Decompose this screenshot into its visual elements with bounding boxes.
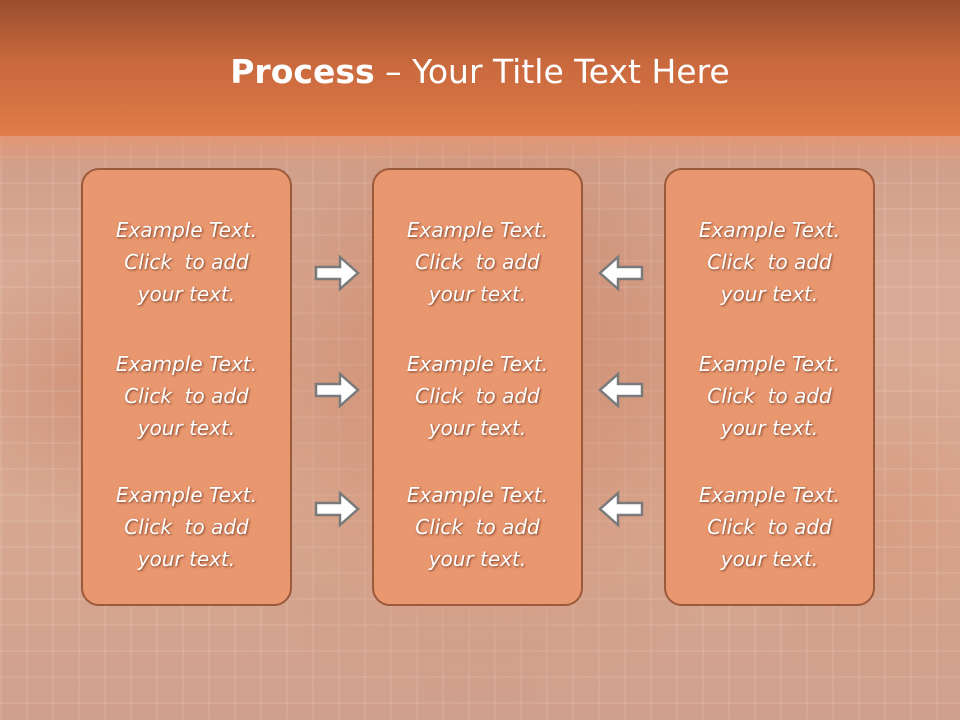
arrow-left-icon[interactable]: [597, 254, 645, 292]
line: your text.: [428, 547, 527, 571]
text-placeholder[interactable]: Example Text. Click to add your text.: [374, 479, 581, 575]
line: Click to add: [124, 515, 249, 539]
line: Example Text.: [115, 352, 258, 376]
arrow-right-icon[interactable]: [313, 490, 361, 528]
text-placeholder[interactable]: Example Text. Click to add your text.: [83, 214, 290, 310]
title-bar-fade: [0, 136, 960, 166]
line: Example Text.: [406, 352, 549, 376]
line: Example Text.: [698, 218, 841, 242]
line: your text.: [137, 282, 236, 306]
line: Example Text.: [698, 352, 841, 376]
text-placeholder[interactable]: Example Text. Click to add your text.: [374, 214, 581, 310]
line: Click to add: [415, 384, 540, 408]
text-placeholder[interactable]: Example Text. Click to add your text.: [83, 348, 290, 444]
text-placeholder[interactable]: Example Text. Click to add your text.: [666, 214, 873, 310]
line: your text.: [428, 416, 527, 440]
line: your text.: [428, 282, 527, 306]
title-bold: Process: [230, 52, 375, 91]
line: Example Text.: [115, 218, 258, 242]
text-placeholder[interactable]: Example Text. Click to add your text.: [374, 348, 581, 444]
arrow-left-icon[interactable]: [597, 490, 645, 528]
arrow-right-icon[interactable]: [313, 371, 361, 409]
line: Click to add: [707, 250, 832, 274]
title-rest: – Your Title Text Here: [374, 52, 730, 91]
line: Example Text.: [406, 218, 549, 242]
line: Click to add: [415, 515, 540, 539]
line: Click to add: [415, 250, 540, 274]
line: your text.: [137, 547, 236, 571]
text-placeholder[interactable]: Example Text. Click to add your text.: [83, 479, 290, 575]
text-box-left[interactable]: Example Text. Click to add your text. Ex…: [81, 168, 292, 606]
text-placeholder[interactable]: Example Text. Click to add your text.: [666, 348, 873, 444]
line: Click to add: [707, 384, 832, 408]
text-box-center[interactable]: Example Text. Click to add your text. Ex…: [372, 168, 583, 606]
line: Example Text.: [698, 483, 841, 507]
line: your text.: [137, 416, 236, 440]
line: Click to add: [124, 384, 249, 408]
text-placeholder[interactable]: Example Text. Click to add your text.: [666, 479, 873, 575]
line: your text.: [720, 416, 819, 440]
line: Click to add: [124, 250, 249, 274]
arrow-right-icon[interactable]: [313, 254, 361, 292]
line: your text.: [720, 282, 819, 306]
line: Example Text.: [115, 483, 258, 507]
arrow-left-icon[interactable]: [597, 371, 645, 409]
line: your text.: [720, 547, 819, 571]
text-box-right[interactable]: Example Text. Click to add your text. Ex…: [664, 168, 875, 606]
title-bar: [0, 0, 960, 136]
line: Example Text.: [406, 483, 549, 507]
slide-title[interactable]: Process – Your Title Text Here: [0, 52, 960, 91]
line: Click to add: [707, 515, 832, 539]
